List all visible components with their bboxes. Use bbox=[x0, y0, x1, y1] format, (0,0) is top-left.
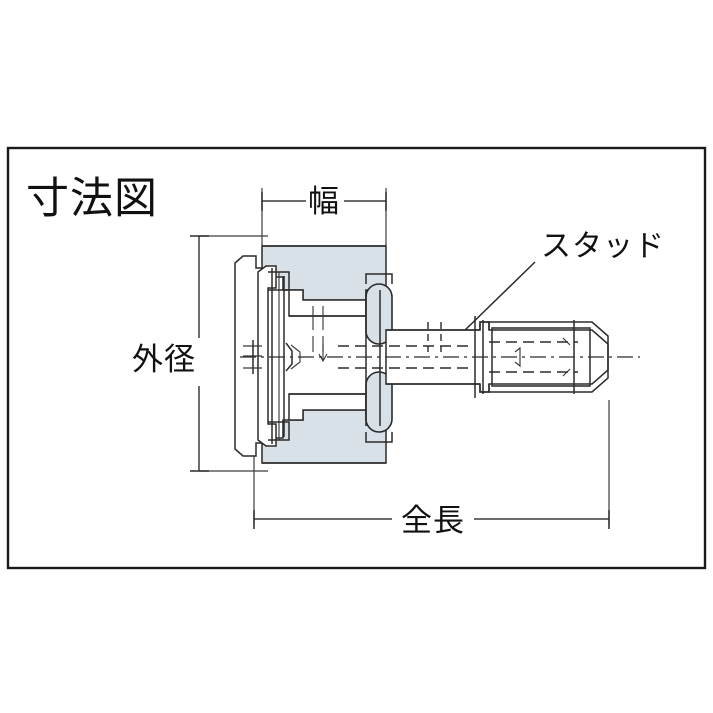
roller-retainer-bottom bbox=[365, 432, 393, 443]
stud-callout-group: スタッド bbox=[460, 229, 665, 335]
roller-retainer-top bbox=[365, 273, 393, 284]
width-dimension-group: 幅 bbox=[261, 184, 387, 246]
stud-undercut-bottom bbox=[479, 384, 490, 393]
flange-step-top bbox=[268, 271, 290, 291]
thread-end-chamfer bbox=[562, 337, 571, 377]
overall-length-dimension-group: 全長 bbox=[253, 400, 610, 539]
width-dim-label: 幅 bbox=[308, 184, 340, 220]
stud-leader-line bbox=[460, 261, 536, 335]
seal-plate-inner bbox=[257, 265, 277, 447]
page-title: 寸法図 bbox=[26, 174, 158, 224]
part-cross-section bbox=[234, 245, 640, 464]
outer-diameter-dimension-group: 外径 bbox=[132, 235, 268, 472]
stud-undercut-top bbox=[479, 321, 490, 330]
stud-callout-label: スタッド bbox=[541, 229, 665, 264]
overall-length-dim-label: 全長 bbox=[401, 503, 465, 539]
outer-diameter-dim-label: 外径 bbox=[132, 342, 196, 378]
thread-chamfer-detail bbox=[514, 346, 521, 368]
stud-thread-outer bbox=[489, 321, 609, 393]
flange-step-bottom bbox=[268, 421, 290, 441]
grease-path-arrow bbox=[318, 344, 328, 363]
